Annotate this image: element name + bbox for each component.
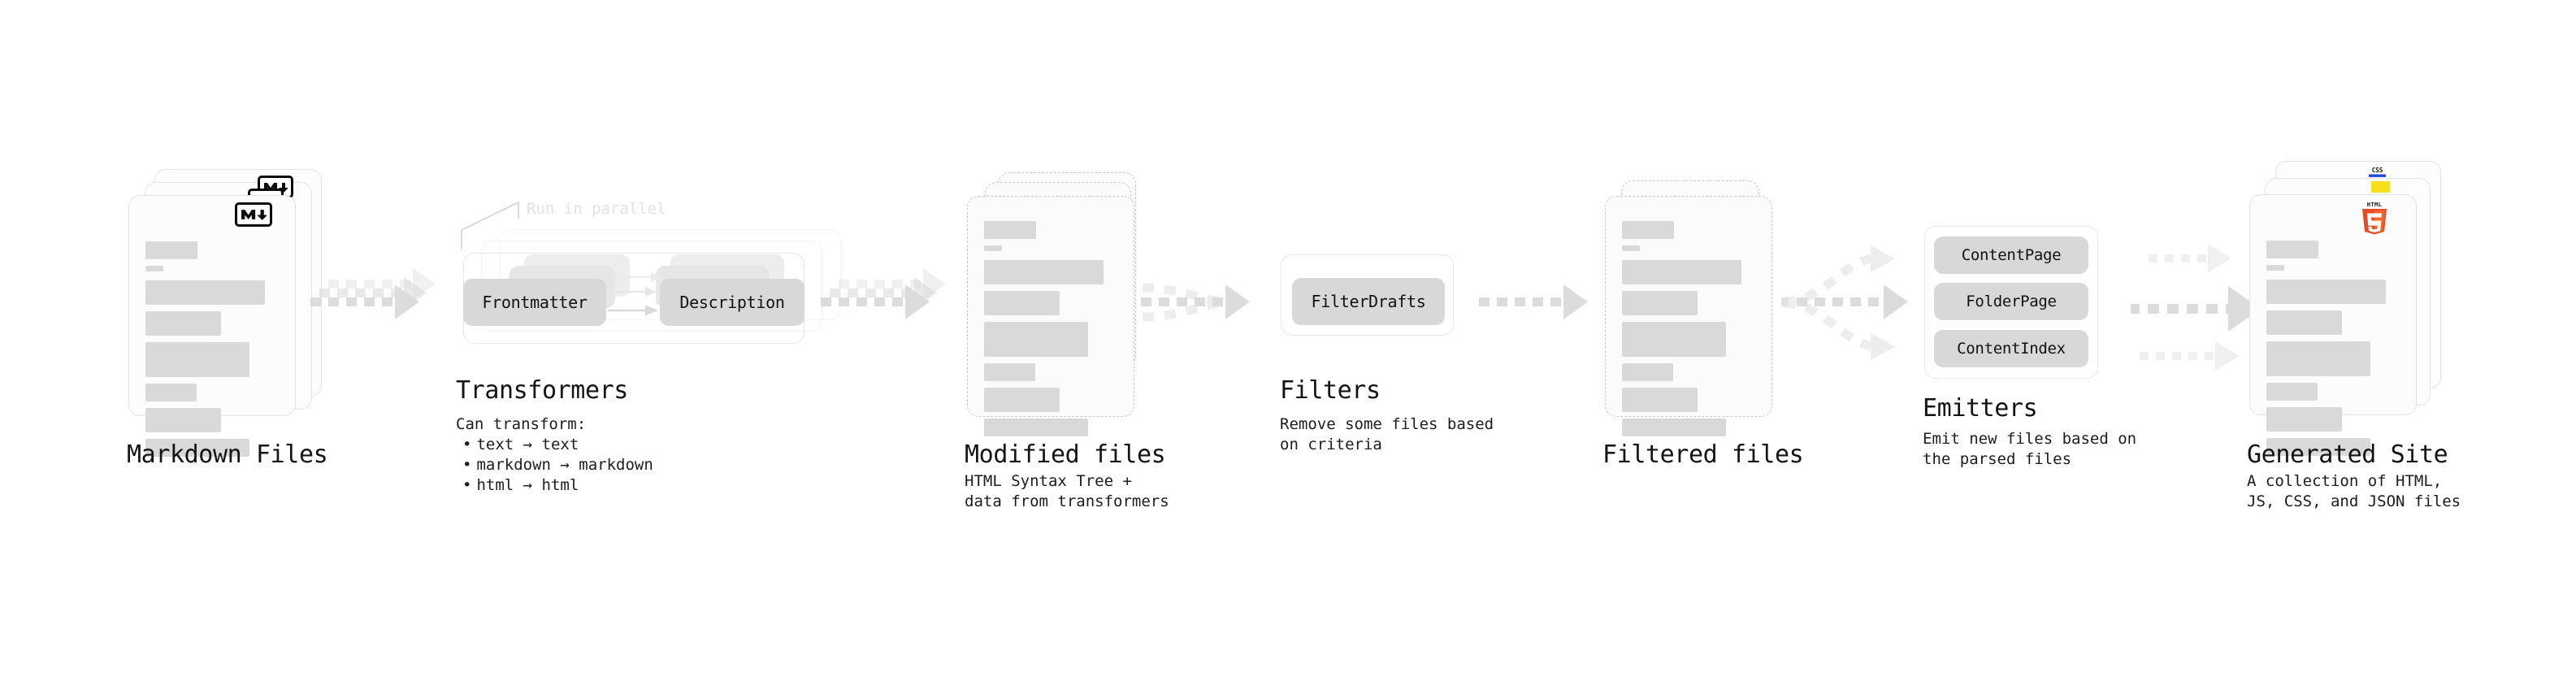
skeleton-line <box>1622 260 1741 284</box>
stage-desc-modified-files: HTML Syntax Tree + data from transformer… <box>965 472 1169 510</box>
transformers-bullet-list: text → text markdown → markdown html → h… <box>459 435 653 496</box>
arrow-transformers-to-modified <box>821 268 946 333</box>
stage-desc-generated-site: A collection of HTML, JS, CSS, and JSON … <box>2247 472 2461 510</box>
filter-chip-filterdrafts[interactable]: FilterDrafts <box>1292 278 1445 325</box>
skeleton-line <box>1622 291 1698 315</box>
skeleton-line <box>2266 265 2284 271</box>
skeleton-line <box>1622 322 1726 357</box>
skeleton-line <box>984 419 1088 436</box>
skeleton-line <box>2266 438 2370 456</box>
emitters-group <box>1924 226 2098 379</box>
transformer-chip-description[interactable]: Description <box>660 279 804 326</box>
transformer-inner-arrow-ghost <box>614 268 670 286</box>
skeleton-line <box>1622 245 1640 251</box>
skeleton-line <box>145 241 197 259</box>
skeleton-line <box>145 311 221 336</box>
emitter-chip-contentpage[interactable]: ContentPage <box>1934 236 2088 274</box>
skeleton-line <box>984 260 1104 284</box>
skeleton-line <box>2266 383 2318 401</box>
skeleton-line <box>984 363 1035 381</box>
skeleton-line <box>145 266 163 271</box>
skeleton-line <box>145 439 249 457</box>
stage-desc-emitters: Emit new files based on the parsed files <box>1923 430 2137 468</box>
skeleton-line <box>984 245 1002 251</box>
skeleton-line <box>145 280 265 305</box>
run-in-parallel-label: Run in parallel <box>527 200 666 218</box>
skeleton-line <box>145 342 249 377</box>
arrow-emitters-to-site <box>2113 232 2275 378</box>
emitter-chip-folderpage[interactable]: FolderPage <box>1934 283 2088 320</box>
skeleton-line <box>1622 419 1726 436</box>
arrow-modified-to-filters <box>1141 268 1271 333</box>
skeleton-line <box>1622 221 1674 239</box>
stage-desc-filters: Remove some files based on criteria <box>1280 415 1494 453</box>
transformer-chip-frontmatter[interactable]: Frontmatter <box>463 279 606 326</box>
stage-title-transformers: Transformers <box>456 376 628 405</box>
skeleton-line <box>2266 280 2386 304</box>
markdown-card <box>128 195 296 457</box>
skeleton-line <box>145 408 221 432</box>
stage-title-filtered-files: Filtered files <box>1602 440 1804 469</box>
skeleton-line <box>145 384 197 401</box>
filtered-card <box>1605 196 1772 436</box>
skeleton-line <box>984 388 1060 412</box>
modified-card <box>967 196 1134 436</box>
stage-title-filters: Filters <box>1280 376 1381 405</box>
skeleton-line <box>2266 407 2342 432</box>
stage-title-markdown-files: Markdown Files <box>127 440 328 469</box>
svg-text:HTML: HTML <box>2367 202 2382 208</box>
svg-text:CSS: CSS <box>2372 167 2383 174</box>
markdown-icon <box>235 202 272 227</box>
stage-desc-transformers: Can transform: <box>456 415 587 433</box>
site-card: HTML <box>2249 194 2417 456</box>
bullet-item: html → html <box>459 475 653 496</box>
run-in-parallel-bracket <box>460 199 549 252</box>
skeleton-line <box>1622 388 1698 412</box>
skeleton-line <box>2266 310 2342 335</box>
emitter-chip-contentindex[interactable]: ContentIndex <box>1934 330 2088 367</box>
skeleton-line <box>984 221 1036 239</box>
skeleton-line <box>984 291 1060 315</box>
js-icon <box>2371 181 2390 193</box>
skeleton-line <box>2266 341 2370 376</box>
stage-title-generated-site: Generated Site <box>2247 440 2448 469</box>
css3-icon: CSS <box>2368 166 2387 181</box>
stage-title-emitters: Emitters <box>1923 394 2038 423</box>
html5-icon: HTML <box>2358 199 2391 235</box>
skeleton-line <box>984 322 1088 357</box>
arrow-filtered-to-emitters <box>1781 244 1932 366</box>
transformer-inner-arrow-ghost <box>608 283 665 301</box>
arrow-markdown-to-transformers <box>310 268 436 333</box>
transformer-inner-arrow <box>608 301 666 319</box>
stage-title-modified-files: Modified files <box>965 440 1166 469</box>
bullet-item: text → text <box>459 435 653 455</box>
bullet-item: markdown → markdown <box>459 455 653 475</box>
arrow-filters-to-filtered <box>1479 268 1601 333</box>
filters-group <box>1281 254 1454 336</box>
skeleton-line <box>1622 363 1673 381</box>
skeleton-line <box>2266 241 2318 258</box>
